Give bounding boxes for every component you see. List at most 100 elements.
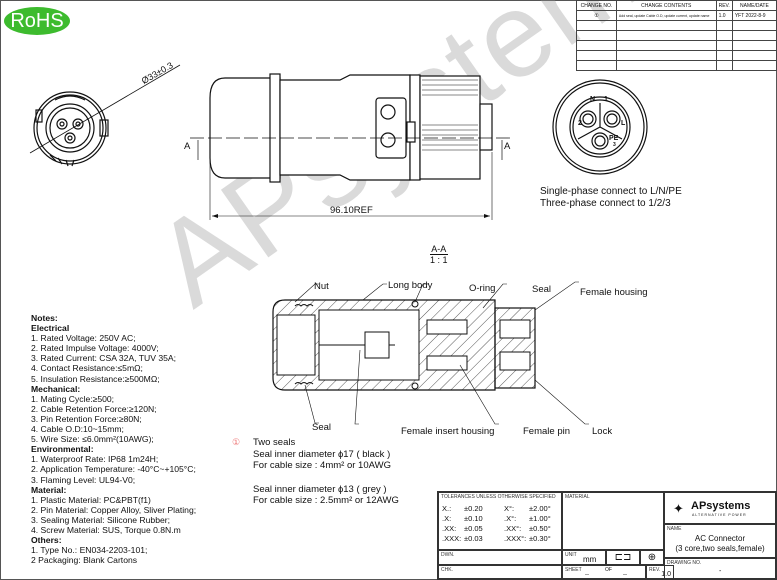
of-label: OF [605,567,612,573]
section-title: A-A 1 : 1 [430,244,448,265]
callout-female-pin: Female pin [523,426,570,437]
callout-nut: Nut [314,281,329,292]
rev-value: 1.0 [715,10,733,21]
name-label: NAME [667,526,682,532]
callout-long-body: Long body [388,280,433,291]
note-item: 1. Mating Cycle:≥500; [31,393,115,404]
note-item: 2. Application Temperature: -40°C~+105°C… [31,464,196,475]
side-view-drawing [190,73,510,220]
note-item: 2 Packaging: Blank Cartons [31,555,138,566]
seal-note-line: Seal inner diameter ɸ17 ( black ) [253,448,391,460]
pin-label-1: 1 [604,96,608,103]
rev-cell: REV. 1.0 [646,565,674,579]
title-block: TOLERANCES UNLESS OTHERWISE SPECIFIED X.… [437,491,777,580]
rev-header-name-date: NAME/DATE [731,0,777,11]
wiring-note-single-phase: Single-phase connect to L/N/PE [540,186,682,197]
drawing-no-value: - [719,568,722,575]
notes-heading-mechanical: Mechanical: [31,383,81,394]
apsystems-logo-icon: ✦ [673,501,684,516]
material-label: MATERIAL [565,494,590,500]
rev-contents: Add seal, update Cable O.D, update curre… [615,10,717,21]
note-item: 2. Pin Material: Copper Alloy, Sliver Pl… [31,504,197,515]
section-drawing [272,281,589,425]
sheet-value: -- [585,572,589,578]
notes-heading-material: Material: [31,484,67,495]
callout-seal-top: Seal [532,284,552,295]
wiring-note-three-phase: Three-phase connect to 1/2/3 [540,198,671,209]
note-item: 4. Cable O.D:10~15mm; [31,424,124,435]
dwn-cell: DWN. [438,550,562,565]
note-item: 5. Wire Size: ≤6.0mm²(10AWG); [31,434,154,445]
seal-note-line: For cable size : 4mm² or 10AWG [253,460,391,471]
note-item: 5. Insulation Resistance:≥500MΩ; [31,373,160,384]
company-name: APsystems [691,500,751,512]
part-name: AC Connector [694,534,746,543]
sheet-cell: SHEET OF -- -- [562,565,646,579]
note-item: 1. Rated Voltage: 250V AC; [31,333,136,344]
seal-note-line: Two seals [253,437,296,448]
seal-note-line: For cable size : 2.5mm² or 12AWG [253,495,399,506]
front-view-drawing [29,64,181,167]
callout-seal-bottom: Seal [312,422,332,433]
pin-label-pe: PE [609,135,619,142]
revision-marker-icon: ① [232,437,241,447]
rev-name-date: YFT 2022-8-9 [731,10,777,21]
pin-label-n: N [590,96,596,103]
tolerance-cell: TOLERANCES UNLESS OTHERWISE SPECIFIED X.… [438,492,562,550]
table-row [576,60,777,71]
note-item: 1. Plastic Material: PC&PBT(f1) [31,494,151,505]
table-row [576,20,777,31]
table-row: ① Add seal, update Cable O.D, update cur… [576,10,777,21]
crosshair-icon: ⊕ [640,550,664,565]
notes-heading-electrical: Electrical [31,323,70,334]
drawing-no-cell: DRAWING NO. - [664,558,776,579]
rev-header-rev: REV. [715,0,733,11]
callout-o-ring: O-ring [469,283,496,294]
section-marker-left: A [184,141,191,152]
pin-label-2: 2 [578,120,582,127]
tolerance-header: TOLERANCES UNLESS OTHERWISE SPECIFIED [441,494,556,500]
section-marker-right: A [504,141,511,152]
notes-heading-others: Others: [31,535,62,546]
seal-note-line: Seal inner diameter ɸ13 ( grey ) [253,483,387,495]
projection-symbol-icon: ⊏⊐ [606,550,640,565]
rev-change-no: ① [576,10,617,21]
notes-block: Notes: Electrical 1. Rated Voltage: 250V… [31,313,196,565]
note-item: 1. Waterproof Rate: IP68 1m24H; [31,454,159,465]
length-dimension: 96.10REF [330,205,373,216]
unit-value: mm [583,555,597,564]
rev-label: REV. [649,567,661,573]
callout-female-insert-housing: Female insert housing [401,426,495,437]
table-row [576,40,777,51]
table-row [576,50,777,61]
wiring-note: Single-phase connect to L/N/PE Three-pha… [540,186,682,210]
company-tagline: ALTERNATIVE POWER [692,513,747,517]
table-row [576,30,777,41]
notes-heading-environmental: Environmental: [31,444,94,455]
note-item: 3. Flaming Level: UL94-V0; [31,474,136,485]
note-item: 1. Type No.: EN034-2203-101; [31,545,148,556]
material-cell: MATERIAL [562,492,664,550]
pin-label-l: L [621,120,626,127]
pin-label-3: 3 [613,142,616,148]
drawing-no-label: DRAWING NO. [667,560,702,566]
section-title-label: A-A [430,244,448,255]
company-logo-cell: ✦ APsystems ALTERNATIVE POWER [664,492,776,524]
note-item: 4. Screw Material: SUS, Torque 0.8N.m [31,524,181,535]
unit-label: UNIT [565,552,577,558]
name-cell: NAME AC Connector (3 core,two seals,fema… [664,524,776,558]
note-item: 2. Rated Impulse Voltage: 4000V; [31,343,159,354]
dwn-label: DWN. [441,552,455,558]
rohs-badge: RoHS [4,7,70,35]
seal-note: ① Two seals Seal inner diameter ɸ17 ( bl… [232,437,399,507]
sheet-label: SHEET [565,567,582,573]
rev-header-contents: CHANGE CONTENTS [615,0,717,11]
note-item: 3. Pin Retention Force:≥80N; [31,413,142,424]
note-item: 4. Contact Resistance:≤5mΩ; [31,363,143,374]
note-item: 3. Sealing Material: Silicone Rubber; [31,514,171,525]
chk-cell: CHK. [438,565,562,579]
section-scale: 1 : 1 [430,255,448,265]
rear-view-drawing [552,79,648,175]
callout-lock: Lock [592,426,613,437]
